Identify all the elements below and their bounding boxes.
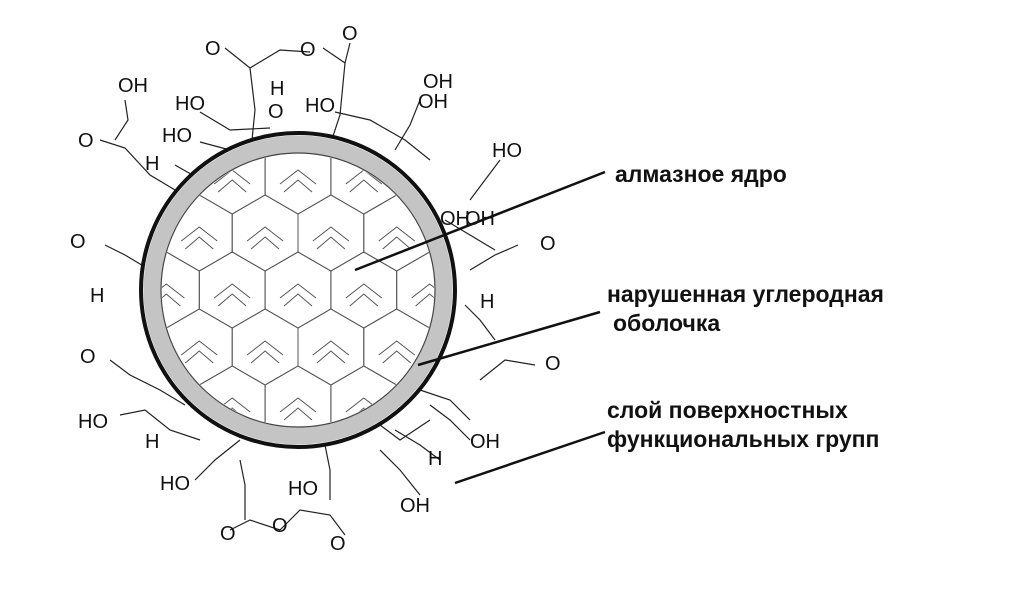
group-label: O	[80, 346, 96, 368]
group-label: HO	[160, 473, 190, 495]
group-label: O	[220, 523, 236, 545]
functional-group-labels: O O O OH H HO O HO OH OH HO O HO OH H O …	[70, 23, 561, 555]
label-carbon-shell-line2: оболочка	[613, 310, 721, 336]
lattice-bond	[115, 455, 151, 477]
leader-line-shell	[417, 310, 601, 367]
group-label: O	[342, 23, 358, 45]
lattice-bond	[180, 226, 218, 250]
lattice-bond	[411, 283, 434, 307]
group-label: H	[480, 291, 494, 313]
lattice-bond	[378, 340, 416, 364]
group-label: H	[428, 448, 442, 470]
group-label: H	[145, 431, 159, 453]
lattice-bond	[115, 341, 151, 363]
group-label: HO	[78, 411, 108, 433]
lattice-hexagon	[363, 422, 431, 426]
group-label: O	[272, 515, 288, 537]
lattice-bond	[510, 113, 546, 135]
lattice-bond	[345, 283, 383, 307]
lattice-bond	[477, 170, 513, 192]
lattice-bond	[180, 340, 218, 364]
lattice-bond	[246, 340, 284, 364]
lattice-bond	[378, 226, 416, 250]
lattice-bond	[312, 340, 350, 364]
lattice-bond	[279, 283, 317, 307]
label-surface-groups: слой поверхностных функциональных групп	[607, 396, 879, 454]
leader-line-surface	[454, 430, 606, 485]
lattice-bond	[279, 397, 317, 421]
lattice-bond	[445, 113, 481, 135]
diamond-core	[160, 152, 436, 428]
lattice-bond	[477, 398, 513, 420]
lattice-bond	[510, 341, 546, 363]
lattice-bond	[379, 113, 415, 135]
group-label: O	[268, 101, 284, 123]
group-label: H	[145, 153, 159, 175]
lattice-bond	[247, 455, 283, 477]
group-label: O	[330, 533, 346, 555]
group-label: H	[270, 78, 284, 100]
lattice-bond	[313, 455, 349, 477]
label-surface-groups-line1: слой поверхностных	[607, 397, 848, 423]
lattice-hexagon	[496, 423, 562, 499]
lattice-bond	[312, 226, 350, 250]
label-diamond-core-text: алмазное ядро	[615, 161, 787, 187]
lattice-bond	[411, 397, 434, 421]
group-label: OH	[118, 75, 148, 97]
group-label: OH	[470, 431, 500, 453]
group-label: OH	[400, 495, 430, 517]
lattice-bond	[279, 169, 317, 193]
group-label: HO	[492, 140, 522, 162]
leader-line-core	[354, 170, 606, 272]
group-label: HO	[162, 125, 192, 147]
group-label: O	[540, 233, 556, 255]
lattice-bond	[246, 226, 284, 250]
group-label: OH	[465, 208, 495, 230]
group-label: OH	[423, 71, 453, 93]
lattice-bond	[445, 455, 481, 477]
group-label: O	[70, 231, 86, 253]
label-surface-groups-line2: функциональных групп	[607, 426, 880, 452]
lattice-bond	[83, 170, 119, 192]
group-label: O	[545, 353, 561, 375]
group-label: H	[90, 285, 104, 307]
label-carbon-shell-line1: нарушенная углеродная	[607, 281, 884, 307]
lattice-hexagon	[463, 252, 529, 328]
group-label: O	[300, 39, 316, 61]
group-label: O	[78, 130, 94, 152]
group-label: OH	[440, 208, 470, 230]
group-label: O	[205, 38, 221, 60]
label-carbon-shell: нарушенная углеродная оболочка	[607, 280, 884, 338]
lattice-bond	[162, 283, 185, 307]
lattice-bond	[213, 283, 251, 307]
carbon-shell-ring-fill	[143, 135, 453, 445]
group-label: OH	[418, 91, 448, 113]
functional-group-bonds	[99, 42, 536, 536]
label-diamond-core: алмазное ядро	[615, 160, 787, 189]
group-label: HO	[175, 93, 205, 115]
group-label: HO	[288, 478, 318, 500]
group-label: HO	[305, 95, 335, 117]
